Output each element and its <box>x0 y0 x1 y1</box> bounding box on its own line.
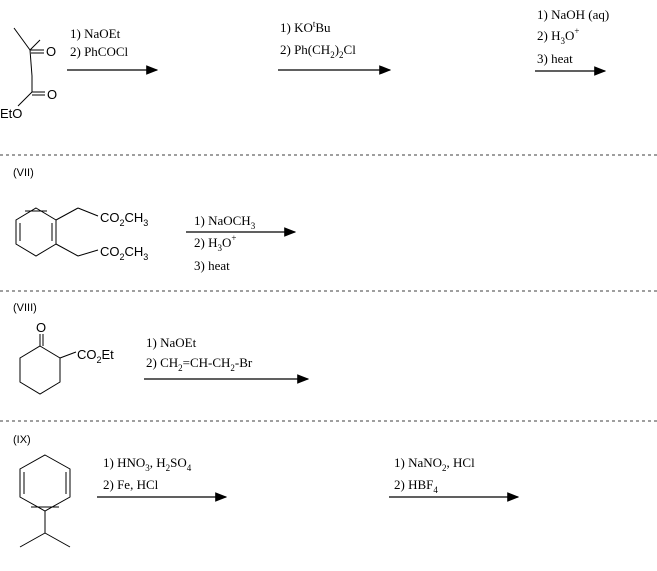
ester-group-label: CO2CH3 <box>100 210 148 228</box>
ketone-oxygen-label: O <box>36 320 46 335</box>
reagent-line: 2) H3O+ <box>194 233 236 253</box>
reagents-step-ix-b: 1) NaNO2, HCl 2) HBF4 <box>389 455 520 502</box>
section-label: (VII) <box>13 167 34 179</box>
reagents-step-2: 1) KOtBu 2) Ph(CH2)2Cl <box>278 19 392 75</box>
oxygen-label: O <box>47 87 57 102</box>
ethoxy-label: EtO <box>0 106 22 121</box>
ester-group-label: CO2CH3 <box>100 244 148 262</box>
reagent-line: 1) NaNO2, HCl <box>394 455 475 473</box>
reagent-line: 1) HNO3, H2SO4 <box>103 455 192 473</box>
section-label: (VIII) <box>13 302 37 314</box>
reagent-line: 1) NaOH (aq) <box>537 7 609 22</box>
dimethyl-phenylenediacetate-structure: CO2CH3 CO2CH3 <box>15 207 148 262</box>
reagent-line: 1) NaOCH3 <box>194 213 256 231</box>
reagent-line: 2) HBF4 <box>394 477 438 495</box>
ethyl-acetoacetate-structure: O O EtO <box>0 27 57 121</box>
reagent-line: 3) heat <box>194 258 230 273</box>
section-label: (IX) <box>13 434 31 446</box>
reagent-line: 2) CH2=CH-CH2-Br <box>146 355 253 373</box>
ethyl-oxocyclohexanecarboxylate-structure: O CO2Et <box>19 320 114 395</box>
reagent-line: 2) Ph(CH2)2Cl <box>280 42 356 60</box>
reagents-step-3: 1) NaOH (aq) 2) H3O+ 3) heat <box>535 7 609 76</box>
reagent-line: 1) KOtBu <box>280 19 331 35</box>
oxygen-label: O <box>46 44 56 59</box>
reagents-step-1: 1) NaOEt 2) PhCOCl <box>67 26 159 75</box>
reagent-line: 1) NaOEt <box>70 26 121 41</box>
reagent-line: 2) PhCOCl <box>70 44 129 59</box>
isopropylbenzene-structure <box>19 454 71 548</box>
reagents-step-ix-a: 1) HNO3, H2SO4 2) Fe, HCl <box>97 455 228 502</box>
reagents-step-viii: 1) NaOEt 2) CH2=CH-CH2-Br <box>144 335 310 384</box>
reagent-line: 3) heat <box>537 51 573 66</box>
ester-group-label: CO2Et <box>77 347 114 365</box>
reagent-line: 1) NaOEt <box>146 335 197 350</box>
reagents-step-vii: 1) NaOCH3 2) H3O+ 3) heat <box>186 213 297 273</box>
reagent-line: 2) H3O+ <box>537 26 579 46</box>
reagent-line: 2) Fe, HCl <box>103 477 159 492</box>
